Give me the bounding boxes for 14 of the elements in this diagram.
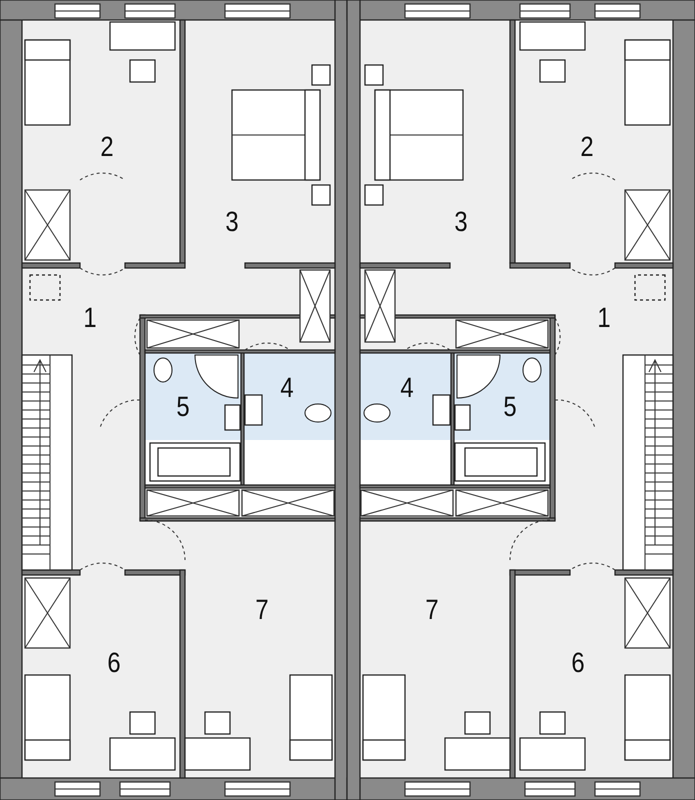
room-number: 3 [225, 207, 239, 237]
room-number: 1 [83, 303, 97, 333]
room-number: 3 [454, 207, 468, 237]
room-number: 6 [571, 648, 585, 678]
room-number: 4 [400, 373, 414, 403]
room-number: 5 [176, 392, 190, 422]
room-number: 6 [107, 648, 121, 678]
room-number: 5 [503, 392, 517, 422]
room-number: 7 [425, 595, 439, 625]
room-number: 4 [280, 373, 294, 403]
room-number: 2 [100, 132, 114, 162]
room-number: 7 [255, 595, 269, 625]
room-number: 2 [580, 132, 594, 162]
room-number: 1 [597, 303, 611, 333]
